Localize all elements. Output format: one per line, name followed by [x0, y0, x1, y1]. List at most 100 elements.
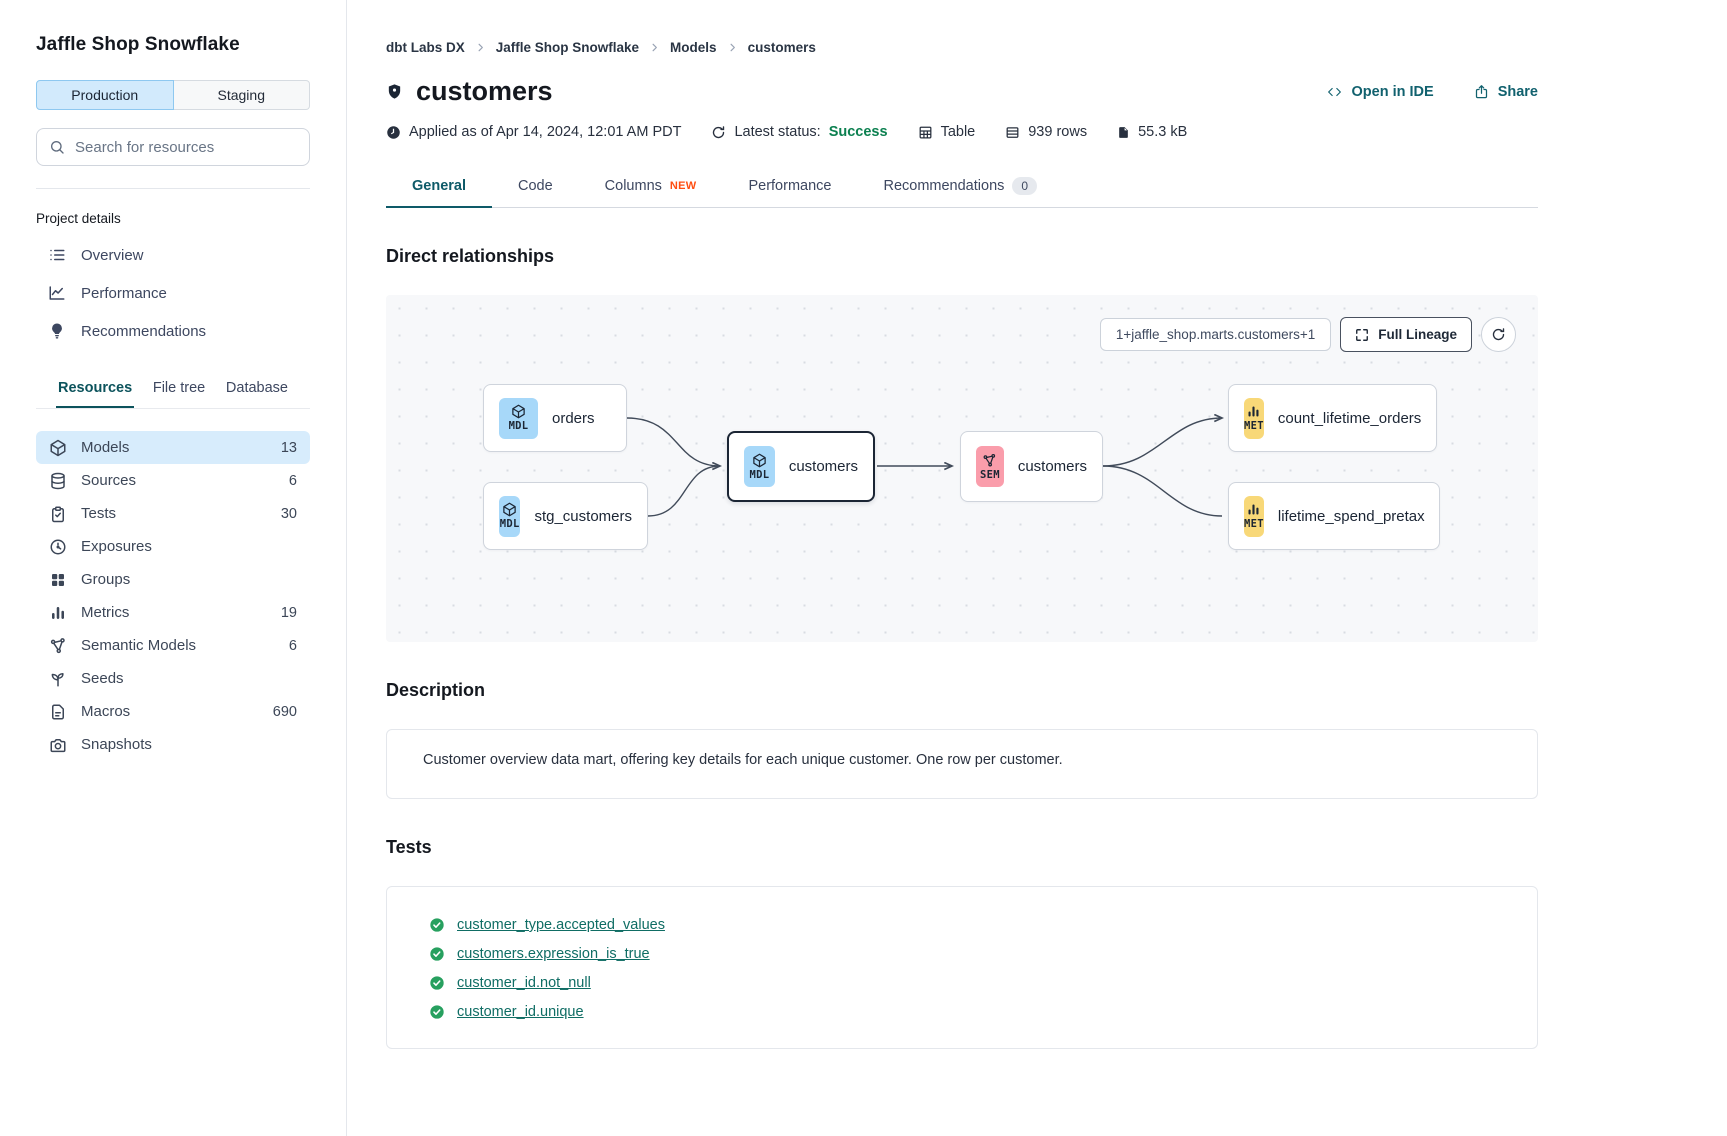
- breadcrumb-models[interactable]: Models: [670, 40, 717, 55]
- sidebar-item-semantic-models[interactable]: Semantic Models 6: [36, 629, 310, 662]
- test-row: customers.expression_is_true: [429, 946, 1495, 962]
- test-link[interactable]: customer_id.not_null: [457, 975, 591, 991]
- direct-relationships-heading: Direct relationships: [386, 246, 555, 266]
- size-text: 55.3 kB: [1138, 124, 1188, 140]
- breadcrumb-account[interactable]: dbt Labs DX: [386, 40, 465, 55]
- applied-timestamp: Applied as of Apr 14, 2024, 12:01 AM PDT: [386, 124, 681, 140]
- sidebar-item-label: Models: [81, 439, 130, 456]
- lineage-node-orders[interactable]: MDL orders: [483, 384, 627, 452]
- test-link[interactable]: customer_type.accepted_values: [457, 917, 665, 933]
- environment-switcher: Production Staging: [36, 80, 310, 110]
- materialization: Table: [918, 124, 976, 140]
- grid-icon: [49, 571, 67, 589]
- metadata-row: Applied as of Apr 14, 2024, 12:01 AM PDT…: [386, 124, 1538, 140]
- resource-count: 13: [280, 439, 297, 456]
- clipboard-check-icon: [49, 505, 67, 523]
- sidebar-item-label: Overview: [81, 246, 144, 264]
- file-icon: [49, 703, 67, 721]
- sidebar-item-tests[interactable]: Tests 30: [36, 497, 310, 530]
- share-button[interactable]: Share: [1474, 84, 1538, 100]
- lineage-node-lifetime-spend-pretax[interactable]: MET lifetime_spend_pretax: [1228, 482, 1440, 550]
- env-tab-production[interactable]: Production: [36, 80, 174, 110]
- search-input[interactable]: [36, 128, 310, 166]
- node-label: count_lifetime_orders: [1277, 409, 1422, 427]
- project-title: Jaffle Shop Snowflake: [36, 34, 240, 55]
- code-brackets-icon: [1326, 85, 1343, 99]
- open-in-ide-label: Open in IDE: [1351, 83, 1434, 100]
- lineage-graph[interactable]: 1+jaffle_shop.marts.customers+1 Full Lin…: [386, 295, 1538, 642]
- tab-label: Code: [518, 178, 553, 194]
- test-link[interactable]: customers.expression_is_true: [457, 946, 650, 962]
- sidebar-item-overview[interactable]: Overview: [36, 236, 310, 274]
- chevron-right-icon: [649, 42, 660, 53]
- resource-count: 6: [288, 472, 297, 489]
- row-count: 939 rows: [1005, 124, 1087, 140]
- tab-performance[interactable]: Performance: [722, 168, 857, 208]
- sidebar-item-macros[interactable]: Macros 690: [36, 695, 310, 728]
- breadcrumb-project[interactable]: Jaffle Shop Snowflake: [495, 40, 640, 55]
- lineage-node-stg-customers[interactable]: MDL stg_customers: [483, 482, 648, 550]
- sidebar-item-recommendations[interactable]: Recommendations: [36, 312, 310, 350]
- refresh-lineage-button[interactable]: [1481, 317, 1516, 352]
- model-badge: MDL: [744, 446, 775, 487]
- camera-icon: [49, 736, 67, 754]
- lineage-selector[interactable]: 1+jaffle_shop.marts.customers+1: [1099, 318, 1332, 351]
- search-icon: [51, 141, 64, 154]
- sidebar-item-performance[interactable]: Performance: [36, 274, 310, 312]
- tab-general[interactable]: General: [386, 168, 492, 208]
- sidebar-item-models[interactable]: Models 13: [36, 431, 310, 464]
- clock-icon: [386, 125, 401, 140]
- sidebar-item-label: Snapshots: [81, 736, 152, 753]
- tab-recommendations[interactable]: Recommendations 0: [857, 168, 1063, 208]
- test-row: customer_id.unique: [429, 1004, 1495, 1020]
- resource-count: 30: [280, 505, 297, 522]
- tab-file-tree[interactable]: File tree: [152, 380, 206, 396]
- resource-tabs: Resources File tree Database: [36, 372, 310, 409]
- cube-icon: [512, 404, 525, 419]
- tab-resources[interactable]: Resources: [56, 372, 135, 408]
- chevron-right-icon: [475, 42, 486, 53]
- env-tab-staging[interactable]: Staging: [173, 80, 310, 110]
- badge-label: MET: [1244, 518, 1264, 530]
- open-in-ide-button[interactable]: Open in IDE: [1326, 84, 1434, 100]
- bar-chart-icon: [1248, 406, 1259, 417]
- tab-database[interactable]: Database: [225, 380, 288, 396]
- lineage-edges: [626, 295, 1538, 517]
- node-label: lifetime_spend_pretax: [1277, 507, 1425, 525]
- project-details-label: Project details: [36, 211, 121, 226]
- lineage-node-customers-semantic[interactable]: SEM customers: [960, 431, 1103, 502]
- test-link[interactable]: customer_id.unique: [457, 1004, 584, 1020]
- sidebar: Jaffle Shop Snowflake Production Staging…: [0, 0, 347, 1136]
- check-circle-icon: [429, 946, 445, 962]
- full-lineage-label: Full Lineage: [1378, 327, 1457, 342]
- tests-heading: Tests: [386, 837, 432, 857]
- sidebar-item-metrics[interactable]: Metrics 19: [36, 596, 310, 629]
- file-size-icon: [1117, 125, 1130, 140]
- lineage-node-count-lifetime-orders[interactable]: MET count_lifetime_orders: [1228, 384, 1437, 452]
- refresh-icon: [711, 125, 726, 140]
- sidebar-item-label: Groups: [81, 571, 131, 588]
- sidebar-item-groups[interactable]: Groups: [36, 563, 310, 596]
- materialization-text: Table: [940, 124, 976, 140]
- list-icon: [48, 246, 66, 264]
- sidebar-item-label: Sources: [81, 472, 137, 489]
- refresh-icon: [1492, 328, 1505, 341]
- title-row: customers Open in IDE Share: [386, 76, 1538, 107]
- share-label: Share: [1497, 83, 1538, 100]
- sidebar-item-sources[interactable]: Sources 6: [36, 464, 310, 497]
- check-circle-icon: [429, 917, 445, 933]
- main-panel: dbt Labs DX Jaffle Shop Snowflake Models…: [347, 0, 1727, 1136]
- tab-columns[interactable]: Columns NEW: [579, 168, 723, 208]
- tab-code[interactable]: Code: [492, 168, 579, 208]
- lineage-node-customers-selected[interactable]: MDL customers: [727, 431, 875, 502]
- sidebar-item-seeds[interactable]: Seeds: [36, 662, 310, 695]
- sidebar-item-snapshots[interactable]: Snapshots: [36, 728, 310, 761]
- sidebar-item-exposures[interactable]: Exposures: [36, 530, 310, 563]
- search-box: [36, 128, 310, 166]
- sidebar-item-label: Recommendations: [81, 322, 207, 340]
- bar-chart-icon: [1248, 504, 1259, 515]
- tab-label: General: [412, 178, 466, 194]
- cube-icon: [503, 502, 516, 517]
- full-lineage-button[interactable]: Full Lineage: [1340, 317, 1472, 352]
